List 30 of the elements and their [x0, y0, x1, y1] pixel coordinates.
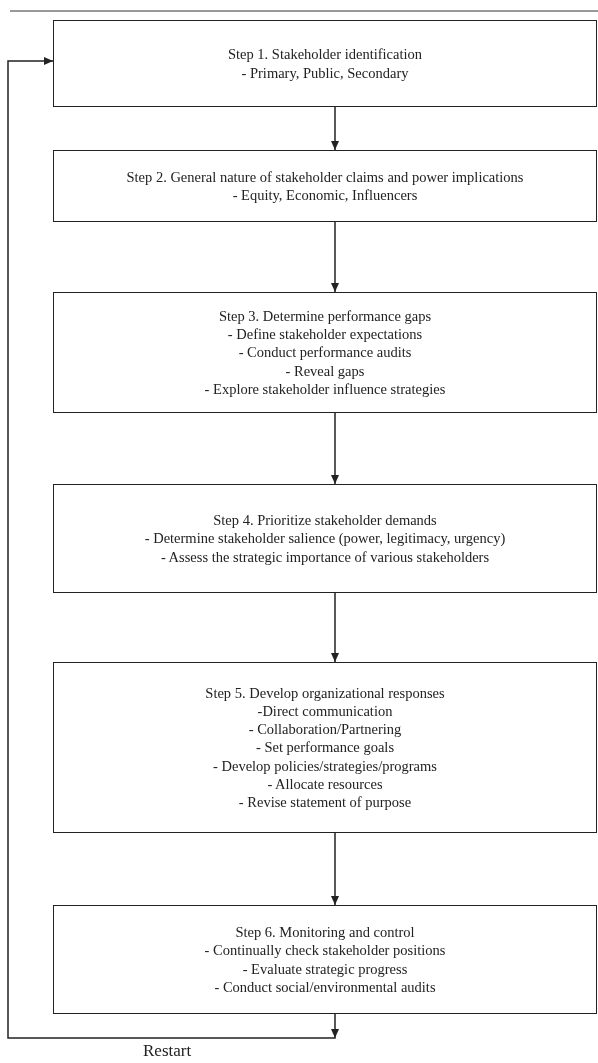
step-item: - Reveal gaps — [285, 361, 365, 380]
restart-label: Restart — [143, 1041, 192, 1061]
process-box — [53, 20, 597, 107]
step-item: - Explore stakeholder influence strategies — [204, 379, 446, 398]
step-item: - Allocate resources — [267, 774, 383, 793]
step-item: - Conduct social/environmental audits — [214, 977, 436, 996]
step-item: - Set performance goals — [255, 738, 395, 757]
process-box — [53, 662, 597, 833]
step-item: - Conduct performance audits — [238, 343, 412, 362]
step-heading: Step 3. Determine performance gaps — [218, 307, 432, 326]
step-item: - Evaluate strategic progress — [242, 959, 408, 978]
step-heading: Step 5. Develop organizational responses — [205, 684, 445, 703]
step-item: - Primary, Public, Secondary — [241, 63, 409, 82]
step-heading: Step 2. General nature of stakeholder claims and power implications — [126, 167, 524, 186]
step-item: - Revise statement of purpose — [238, 792, 412, 811]
step-item: - Determine stakeholder salience (power, legitimacy, urgency) — [144, 529, 506, 548]
step-heading: Step 1. Stakeholder identification — [227, 45, 423, 64]
step-item: - Equity, Economic, Influencers — [232, 186, 418, 205]
step-item: - Define stakeholder expectations — [227, 325, 423, 344]
process-box — [53, 484, 597, 593]
step-heading: Step 6. Monitoring and control — [235, 923, 415, 942]
process-box — [53, 150, 597, 222]
step-item: - Collaboration/Partnering — [248, 720, 402, 739]
step-item: - Continually check stakeholder positions — [204, 941, 446, 960]
step-item: - Assess the strategic importance of various stakeholders — [160, 547, 490, 566]
process-box — [53, 905, 597, 1014]
process-box — [53, 292, 597, 413]
step-item: -Direct communication — [257, 702, 393, 721]
step-item: - Develop policies/strategies/programs — [213, 756, 437, 775]
step-heading: Step 4. Prioritize stakeholder demands — [213, 511, 437, 530]
